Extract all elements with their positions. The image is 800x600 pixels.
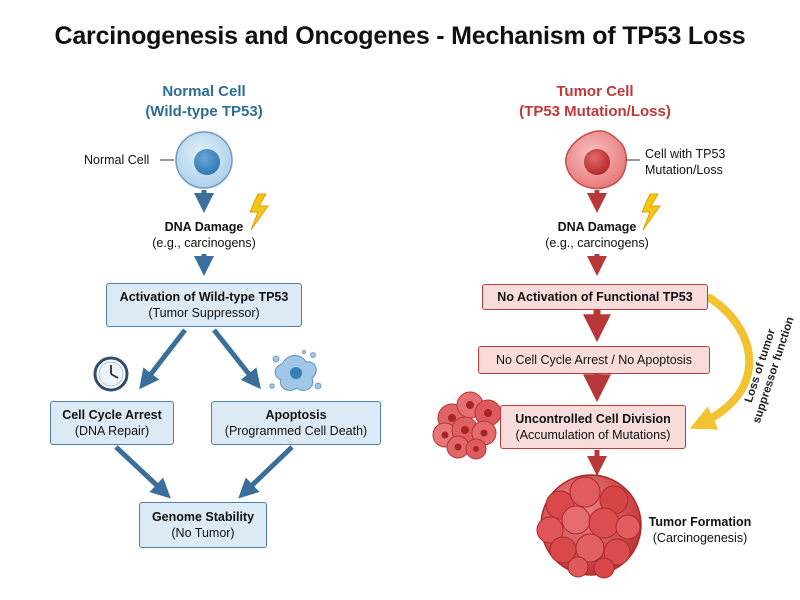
- genome-stability-box: Genome Stability (No Tumor): [139, 502, 267, 548]
- formation-title: Tumor Formation: [648, 515, 752, 529]
- tumor-cell-label: Cell with TP53 Mutation/Loss: [645, 146, 725, 178]
- activation-box: Activation of Wild-type TP53 (Tumor Supp…: [106, 283, 302, 327]
- tumor-mass-icon: [536, 474, 642, 579]
- tumor-damage-title: DNA Damage: [557, 220, 637, 234]
- tumor-cell-label-line1: Cell with TP53: [645, 147, 726, 161]
- normal-dna-damage-label: DNA Damage (e.g., carcinogens): [124, 219, 284, 251]
- normal-heading: Normal Cell (Wild-type TP53): [104, 82, 304, 122]
- normal-cell-label: Normal Cell: [84, 153, 150, 167]
- arrest-title: Cell Cycle Arrest: [62, 408, 162, 422]
- formation-sub: (Carcinogenesis): [652, 531, 748, 545]
- apoptosis-box: Apoptosis (Programmed Cell Death): [211, 401, 381, 445]
- apoptotic-cell-icon: [269, 349, 322, 391]
- tumor-heading-line2: (TP53 Mutation/Loss): [519, 103, 671, 120]
- lightning-icon: [641, 193, 661, 231]
- no-arrest-text: No Cell Cycle Arrest / No Apoptosis: [496, 353, 692, 367]
- normal-cell-icon: [175, 131, 233, 189]
- tumor-heading: Tumor Cell (TP53 Mutation/Loss): [490, 82, 700, 122]
- uncontrolled-division-box: Uncontrolled Cell Division (Accumulation…: [500, 405, 686, 449]
- clock-icon: [93, 356, 129, 392]
- tumor-cell-label-line2: Mutation/Loss: [645, 163, 723, 177]
- activation-title: Activation of Wild-type TP53: [119, 290, 289, 304]
- no-activation-box: No Activation of Functional TP53: [482, 284, 708, 310]
- loss-function-arrow: [689, 294, 754, 430]
- apoptosis-title: Apoptosis: [265, 408, 327, 422]
- tumor-cell-icon: [565, 130, 627, 190]
- apoptosis-sub: (Programmed Cell Death): [224, 424, 368, 438]
- tumor-damage-sub: (e.g., carcinogens): [545, 236, 649, 250]
- stability-title: Genome Stability: [151, 510, 255, 524]
- normal-heading-line2: (Wild-type TP53): [145, 103, 263, 120]
- arrest-sub: (DNA Repair): [74, 424, 150, 438]
- lightning-icon: [249, 193, 269, 231]
- normal-damage-sub: (e.g., carcinogens): [152, 236, 256, 250]
- cell-cycle-arrest-box: Cell Cycle Arrest (DNA Repair): [50, 401, 174, 445]
- cell-cluster-icon: [432, 391, 502, 460]
- activation-sub: (Tumor Suppressor): [148, 306, 260, 320]
- no-activation-text: No Activation of Functional TP53: [497, 290, 693, 304]
- uncontrolled-title: Uncontrolled Cell Division: [515, 412, 671, 426]
- stability-sub: (No Tumor): [171, 526, 235, 540]
- normal-heading-line1: Normal Cell: [162, 83, 246, 100]
- no-arrest-box: No Cell Cycle Arrest / No Apoptosis: [478, 346, 710, 374]
- normal-damage-title: DNA Damage: [164, 220, 244, 234]
- tumor-dna-damage-label: DNA Damage (e.g., carcinogens): [517, 219, 677, 251]
- tumor-formation-label: Tumor Formation (Carcinogenesis): [640, 514, 760, 546]
- tumor-heading-line1: Tumor Cell: [556, 83, 634, 100]
- page-title: Carcinogenesis and Oncogenes - Mechanism…: [54, 22, 746, 50]
- uncontrolled-sub: (Accumulation of Mutations): [515, 428, 671, 442]
